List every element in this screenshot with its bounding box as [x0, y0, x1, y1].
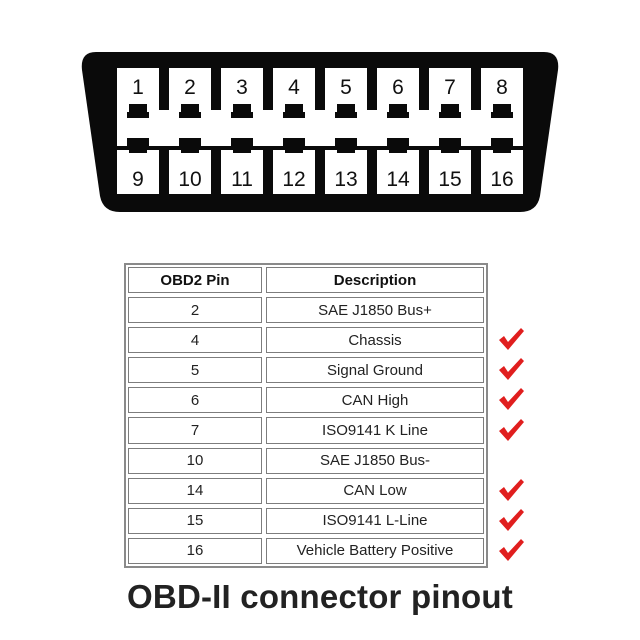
pin-12: 12: [273, 150, 315, 194]
pin-tooth-top: [389, 104, 407, 116]
pin-15: 15: [429, 150, 471, 194]
description-cell: CAN High: [266, 387, 484, 414]
pin-tooth-bottom: [285, 141, 303, 153]
pin-15-label: 15: [438, 168, 461, 191]
pin-number-cell: 7: [128, 417, 262, 444]
pin-tooth-bottom: [337, 141, 355, 153]
pin-7-label: 7: [444, 76, 456, 99]
pin-16-label: 16: [490, 168, 513, 191]
pin-11: 11: [221, 150, 263, 194]
pin-tooth-bottom: [233, 141, 251, 153]
pin-14: 14: [377, 150, 419, 194]
pin-4-label: 4: [288, 76, 300, 99]
pin-tooth-bottom: [441, 141, 459, 153]
column-header-description: Description: [266, 267, 484, 294]
checkmark-icon: [496, 325, 530, 355]
pin-8-label: 8: [496, 76, 508, 99]
pin-5-label: 5: [340, 76, 352, 99]
checkmark-icon: [496, 506, 530, 536]
pin-13: 13: [325, 150, 367, 194]
description-cell: Signal Ground: [266, 357, 484, 384]
pin-tooth-top: [129, 104, 147, 116]
pin-9-label: 9: [132, 168, 144, 191]
pin-1-label: 1: [132, 76, 144, 99]
pin-10: 10: [169, 150, 211, 194]
pin-tooth-top: [441, 104, 459, 116]
pin-number-cell: 16: [128, 537, 262, 564]
description-cell: Vehicle Battery Positive: [266, 537, 484, 564]
pin-tooth-top: [285, 104, 303, 116]
pin-number-cell: 6: [128, 387, 262, 414]
checkmark-column: [496, 263, 530, 566]
pin-14-label: 14: [386, 168, 410, 191]
pin-tooth-top: [493, 104, 511, 116]
table-header-row: OBD2 Pin Description: [126, 265, 486, 295]
pin-number-cell: 15: [128, 507, 262, 534]
pin-6: 6: [377, 68, 419, 112]
pin-tooth-bottom: [129, 141, 147, 153]
description-cell: Chassis: [266, 327, 484, 354]
pin-number-cell: 2: [128, 297, 262, 324]
checkmark-icon: [496, 536, 530, 566]
pin-number-cell: 10: [128, 447, 262, 474]
pin-number-cell: 5: [128, 357, 262, 384]
pin-tooth-top: [181, 104, 199, 116]
pin-10-label: 10: [178, 168, 201, 191]
pin-tooth-top: [337, 104, 355, 116]
pin-13-label: 13: [334, 168, 357, 191]
checkmark-icon: [496, 416, 530, 446]
connector-channel: [117, 110, 523, 146]
pin-6-label: 6: [392, 76, 404, 99]
pin-number-cell: 4: [128, 327, 262, 354]
pin-2-label: 2: [184, 76, 196, 99]
description-cell: SAE J1850 Bus-: [266, 447, 484, 474]
pin-tooth-top: [233, 104, 251, 116]
pin-16: 16: [481, 150, 523, 194]
pin-tooth-bottom: [493, 141, 511, 153]
pin-12-label: 12: [282, 168, 305, 191]
pin-3-label: 3: [236, 76, 248, 99]
pin-tooth-bottom: [181, 141, 199, 153]
pin-9: 9: [117, 150, 159, 194]
description-cell: ISO9141 L-Line: [266, 507, 484, 534]
description-cell: ISO9141 K Line: [266, 417, 484, 444]
checkmark-icon: [496, 385, 530, 415]
checkmark-icon: [496, 355, 530, 385]
pin-11-label: 11: [231, 168, 253, 191]
checkmark-icon: [496, 476, 530, 506]
pin-tooth-bottom: [389, 141, 407, 153]
caption-title: OBD-II connector pinout: [127, 578, 513, 615]
description-cell: SAE J1850 Bus+: [266, 297, 484, 324]
pin-number-cell: 14: [128, 477, 262, 504]
column-header-pin: OBD2 Pin: [128, 267, 262, 294]
description-cell: CAN Low: [266, 477, 484, 504]
